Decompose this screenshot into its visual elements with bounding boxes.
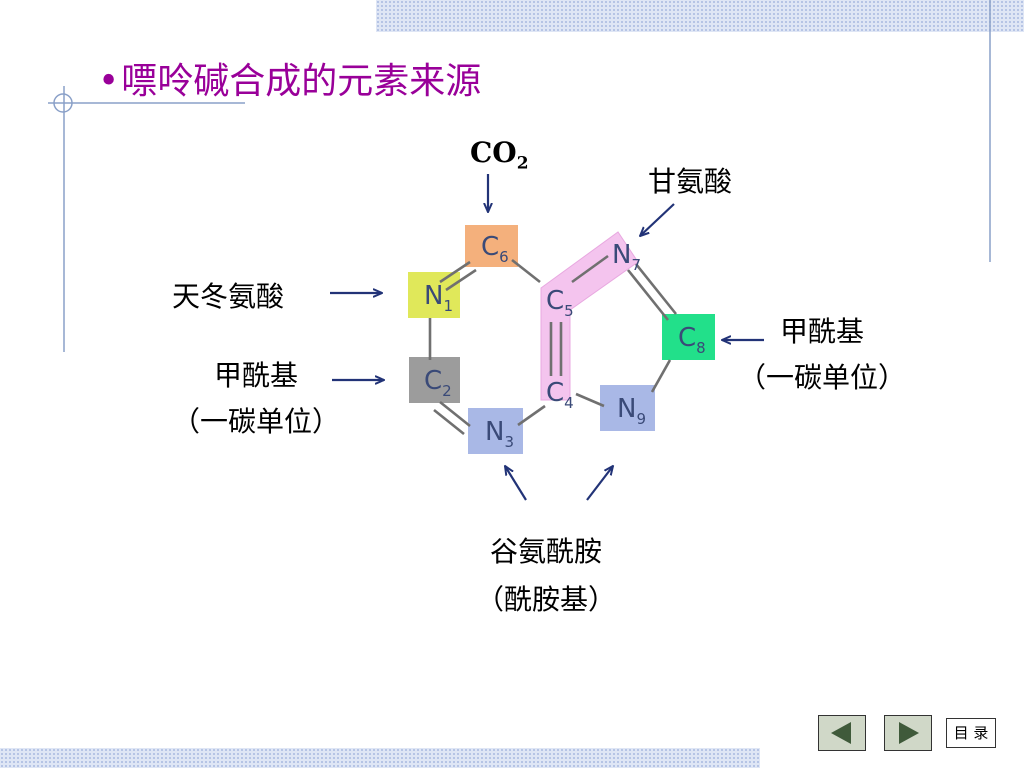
atom-index: 3 (504, 433, 514, 451)
atom-element: C (678, 323, 696, 353)
bottom-decorative-band (0, 748, 760, 768)
bond-c5-n7 (571, 254, 609, 284)
guide-circle (53, 93, 73, 113)
top-decorative-band (376, 0, 1024, 32)
atom-element: C (546, 286, 564, 316)
atom-n3-box (468, 408, 523, 454)
bond-n3-c4 (517, 404, 546, 427)
title-bullet: • (98, 61, 120, 102)
atom-index: 4 (564, 394, 574, 412)
atom-element: C (481, 232, 499, 262)
atom-label-n7: N7 (612, 240, 641, 274)
bond-c5-c6 (511, 258, 541, 284)
atom-index: 2 (442, 382, 452, 400)
atom-index: 8 (696, 339, 706, 357)
atom-c8-box (662, 314, 715, 360)
atom-element: C (424, 366, 442, 396)
label-glutamine: 谷氨酰胺 （酰胺基） (446, 530, 646, 618)
slide-title: •嘌呤碱合成的元素来源 (98, 52, 481, 104)
atom-element: N (424, 281, 443, 311)
formyl-right-line2: （一碳单位） (737, 361, 906, 394)
label-co2: CO2 (470, 136, 529, 174)
ring-bonds (428, 254, 678, 436)
bond-c8-n9 (650, 359, 672, 393)
label-aspartate: 天冬氨酸 (172, 280, 285, 313)
co2-subscript: 2 (516, 153, 529, 174)
arrow-glutamine-n3 (505, 466, 527, 501)
bond-n9-c4 (575, 392, 605, 408)
bond-n7-c8-b (626, 269, 670, 321)
label-formyl-right: 甲酰基 （一碳单位） (722, 310, 922, 396)
arrow-glutamine-n9 (586, 466, 613, 501)
label-formyl-left: 甲酰基 （一碳单位） (156, 354, 356, 440)
atom-n1-box (408, 272, 460, 318)
source-arrows (330, 174, 764, 501)
atom-index: 1 (443, 297, 453, 315)
bond-c2-n3-a (439, 400, 471, 428)
atom-label-n9: N9 (617, 394, 646, 428)
atom-c2-box (409, 357, 460, 403)
table-of-contents-button[interactable]: 目 录 (946, 718, 996, 748)
next-slide-button[interactable] (884, 715, 932, 751)
atom-element: N (485, 417, 504, 447)
atom-label-c6: C6 (481, 232, 509, 266)
co2-text: CO (470, 136, 517, 169)
label-glycine: 甘氨酸 (648, 165, 733, 198)
bond-c6-n1-a (439, 260, 471, 284)
glutamine-line1: 谷氨酰胺 (489, 535, 602, 568)
atom-label-n1: N1 (424, 281, 453, 315)
atom-element: C (546, 378, 564, 408)
atom-index: 7 (631, 256, 641, 274)
atom-label-c4: C4 (546, 378, 574, 412)
atom-index: 6 (499, 248, 509, 266)
atom-index: 9 (636, 410, 646, 428)
atom-label-n3: N3 (485, 417, 514, 451)
glutamine-line2: （酰胺基） (475, 583, 616, 616)
triangle-left-icon (831, 722, 851, 744)
formyl-left-line1: 甲酰基 (213, 359, 298, 392)
glycine-highlight (540, 231, 639, 401)
atom-label-c2: C2 (424, 366, 452, 400)
atom-element: N (617, 394, 636, 424)
title-text: 嘌呤碱合成的元素来源 (121, 61, 482, 102)
atom-n9-box (600, 385, 655, 431)
atom-c6-box (465, 225, 518, 267)
prev-slide-button[interactable] (818, 715, 866, 751)
bond-c2-n3-b (433, 408, 465, 436)
arrow-glycine (640, 203, 675, 236)
formyl-left-line2: （一碳单位） (171, 405, 340, 438)
triangle-right-icon (899, 722, 919, 744)
bond-c6-n1-b (445, 268, 477, 292)
atom-label-c8: C8 (678, 323, 706, 357)
atom-label-c5: C5 (546, 286, 574, 320)
atom-element: N (612, 240, 631, 270)
formyl-right-line1: 甲酰基 (779, 315, 864, 348)
atom-index: 5 (564, 302, 574, 320)
bond-n7-c8-a (634, 263, 678, 315)
